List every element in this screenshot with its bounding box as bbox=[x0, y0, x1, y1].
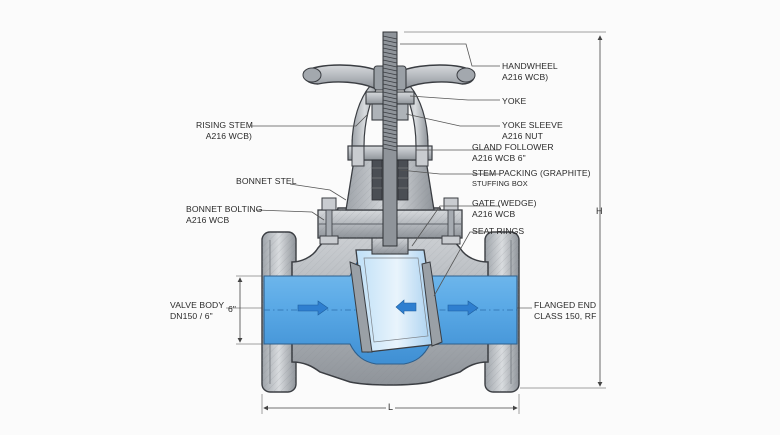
stem-thread bbox=[382, 139, 398, 144]
stem-thread bbox=[382, 67, 398, 72]
label-stem-packing-line1: STEM PACKING (GRAPHITE) bbox=[472, 168, 591, 178]
label-bonnet-bolting-line2: A216 WCB bbox=[186, 214, 230, 225]
label-gate-wedge-line1: GATE (WEDGE) bbox=[472, 198, 537, 208]
label-bonnet-bolting: BONNET BOLTING A216 WCB bbox=[186, 204, 263, 225]
stem-thread bbox=[382, 63, 398, 68]
label-flanged-end-line2: CLASS 150, RF bbox=[534, 310, 597, 321]
rising-stem bbox=[382, 31, 398, 247]
dimension-h bbox=[404, 31, 606, 389]
stem-thread bbox=[382, 127, 398, 132]
stem-thread bbox=[382, 47, 398, 52]
label-gland-follower-line1: GLAND FOLLOWER bbox=[472, 142, 554, 152]
label-yoke-line1: YOKE bbox=[502, 96, 527, 106]
stem-thread bbox=[382, 39, 398, 44]
dim-height-label: H bbox=[596, 206, 603, 216]
stem-thread bbox=[382, 111, 398, 116]
stem-thread bbox=[382, 95, 398, 100]
label-rising-stem-line2: A216 WCB) bbox=[205, 130, 252, 141]
label-gate-wedge-line2: A216 WCB bbox=[472, 208, 516, 219]
stem-thread bbox=[382, 135, 398, 140]
label-yoke-sleeve: YOKE SLEEVE A216 NUT bbox=[502, 120, 563, 141]
stem-thread bbox=[382, 119, 398, 124]
stem-thread bbox=[382, 87, 398, 92]
stem-thread bbox=[382, 55, 398, 60]
label-handwheel-line1: HANDWHEEL bbox=[502, 61, 558, 71]
label-gland-follower: GLAND FOLLOWER A216 WCB 6" bbox=[472, 142, 554, 163]
label-bonnet-bolting-line1: BONNET BOLTING bbox=[186, 204, 263, 214]
label-handwheel-line2: A216 WCB) bbox=[502, 71, 549, 82]
stem-thread bbox=[382, 83, 398, 88]
gate-wedge bbox=[355, 235, 439, 353]
label-valve-body: VALVE BODY DN150 / 6" bbox=[170, 300, 224, 321]
stem-thread bbox=[382, 123, 398, 128]
bonnet-bolts bbox=[319, 197, 461, 245]
label-stem-packing: STEM PACKING (GRAPHITE) STUFFING BOX bbox=[472, 168, 591, 189]
label-yoke-sleeve-line2: A216 NUT bbox=[502, 130, 543, 141]
stem-thread bbox=[382, 143, 398, 148]
label-gate-wedge: GATE (WEDGE) A216 WCB bbox=[472, 198, 537, 219]
stem-thread bbox=[382, 71, 398, 76]
stem-thread bbox=[382, 115, 398, 120]
label-valve-body-line1: VALVE BODY bbox=[170, 300, 225, 310]
label-bonnet-stel-line1: BONNET STEL bbox=[236, 176, 297, 186]
label-flanged-end: FLANGED END CLASS 150, RF bbox=[534, 300, 596, 321]
leader-lines bbox=[250, 43, 500, 297]
label-bonnet-stel: BONNET STEL bbox=[236, 176, 297, 187]
seat-rings bbox=[349, 261, 443, 353]
stem-thread bbox=[382, 107, 398, 112]
stem-thread bbox=[382, 75, 398, 80]
dimension-bore bbox=[226, 275, 532, 345]
label-yoke: YOKE bbox=[502, 96, 526, 107]
stem-thread bbox=[382, 147, 398, 152]
stem-thread bbox=[382, 59, 398, 64]
label-valve-body-line2: DN150 / 6" bbox=[170, 310, 213, 321]
label-seat-rings-line1: SEAT RINGS bbox=[472, 226, 525, 236]
label-seat-rings: SEAT RINGS bbox=[472, 226, 524, 237]
label-rising-stem-line1: RISING STEM bbox=[196, 120, 253, 130]
stem-thread bbox=[382, 103, 398, 108]
dim-bore-label: 6" bbox=[228, 304, 237, 314]
stem-thread bbox=[382, 99, 398, 104]
stem-thread bbox=[382, 79, 398, 84]
stem-thread bbox=[382, 91, 398, 96]
label-handwheel: HANDWHEEL A216 WCB) bbox=[502, 61, 558, 82]
stem-thread bbox=[382, 35, 398, 40]
stem-thread bbox=[382, 43, 398, 48]
label-stem-packing-line2: STUFFING BOX bbox=[472, 178, 528, 188]
label-rising-stem: RISING STEM A216 WCB) bbox=[196, 120, 253, 141]
stem-packing bbox=[371, 159, 409, 201]
stem-thread bbox=[382, 51, 398, 56]
flow-arrows bbox=[297, 299, 479, 316]
label-yoke-sleeve-line1: YOKE SLEEVE bbox=[502, 120, 563, 130]
label-flanged-end-line1: FLANGED END bbox=[534, 300, 597, 310]
stem-thread bbox=[382, 131, 398, 136]
dim-length-label: L bbox=[386, 402, 396, 413]
label-gland-follower-line2: A216 WCB 6" bbox=[472, 152, 526, 163]
